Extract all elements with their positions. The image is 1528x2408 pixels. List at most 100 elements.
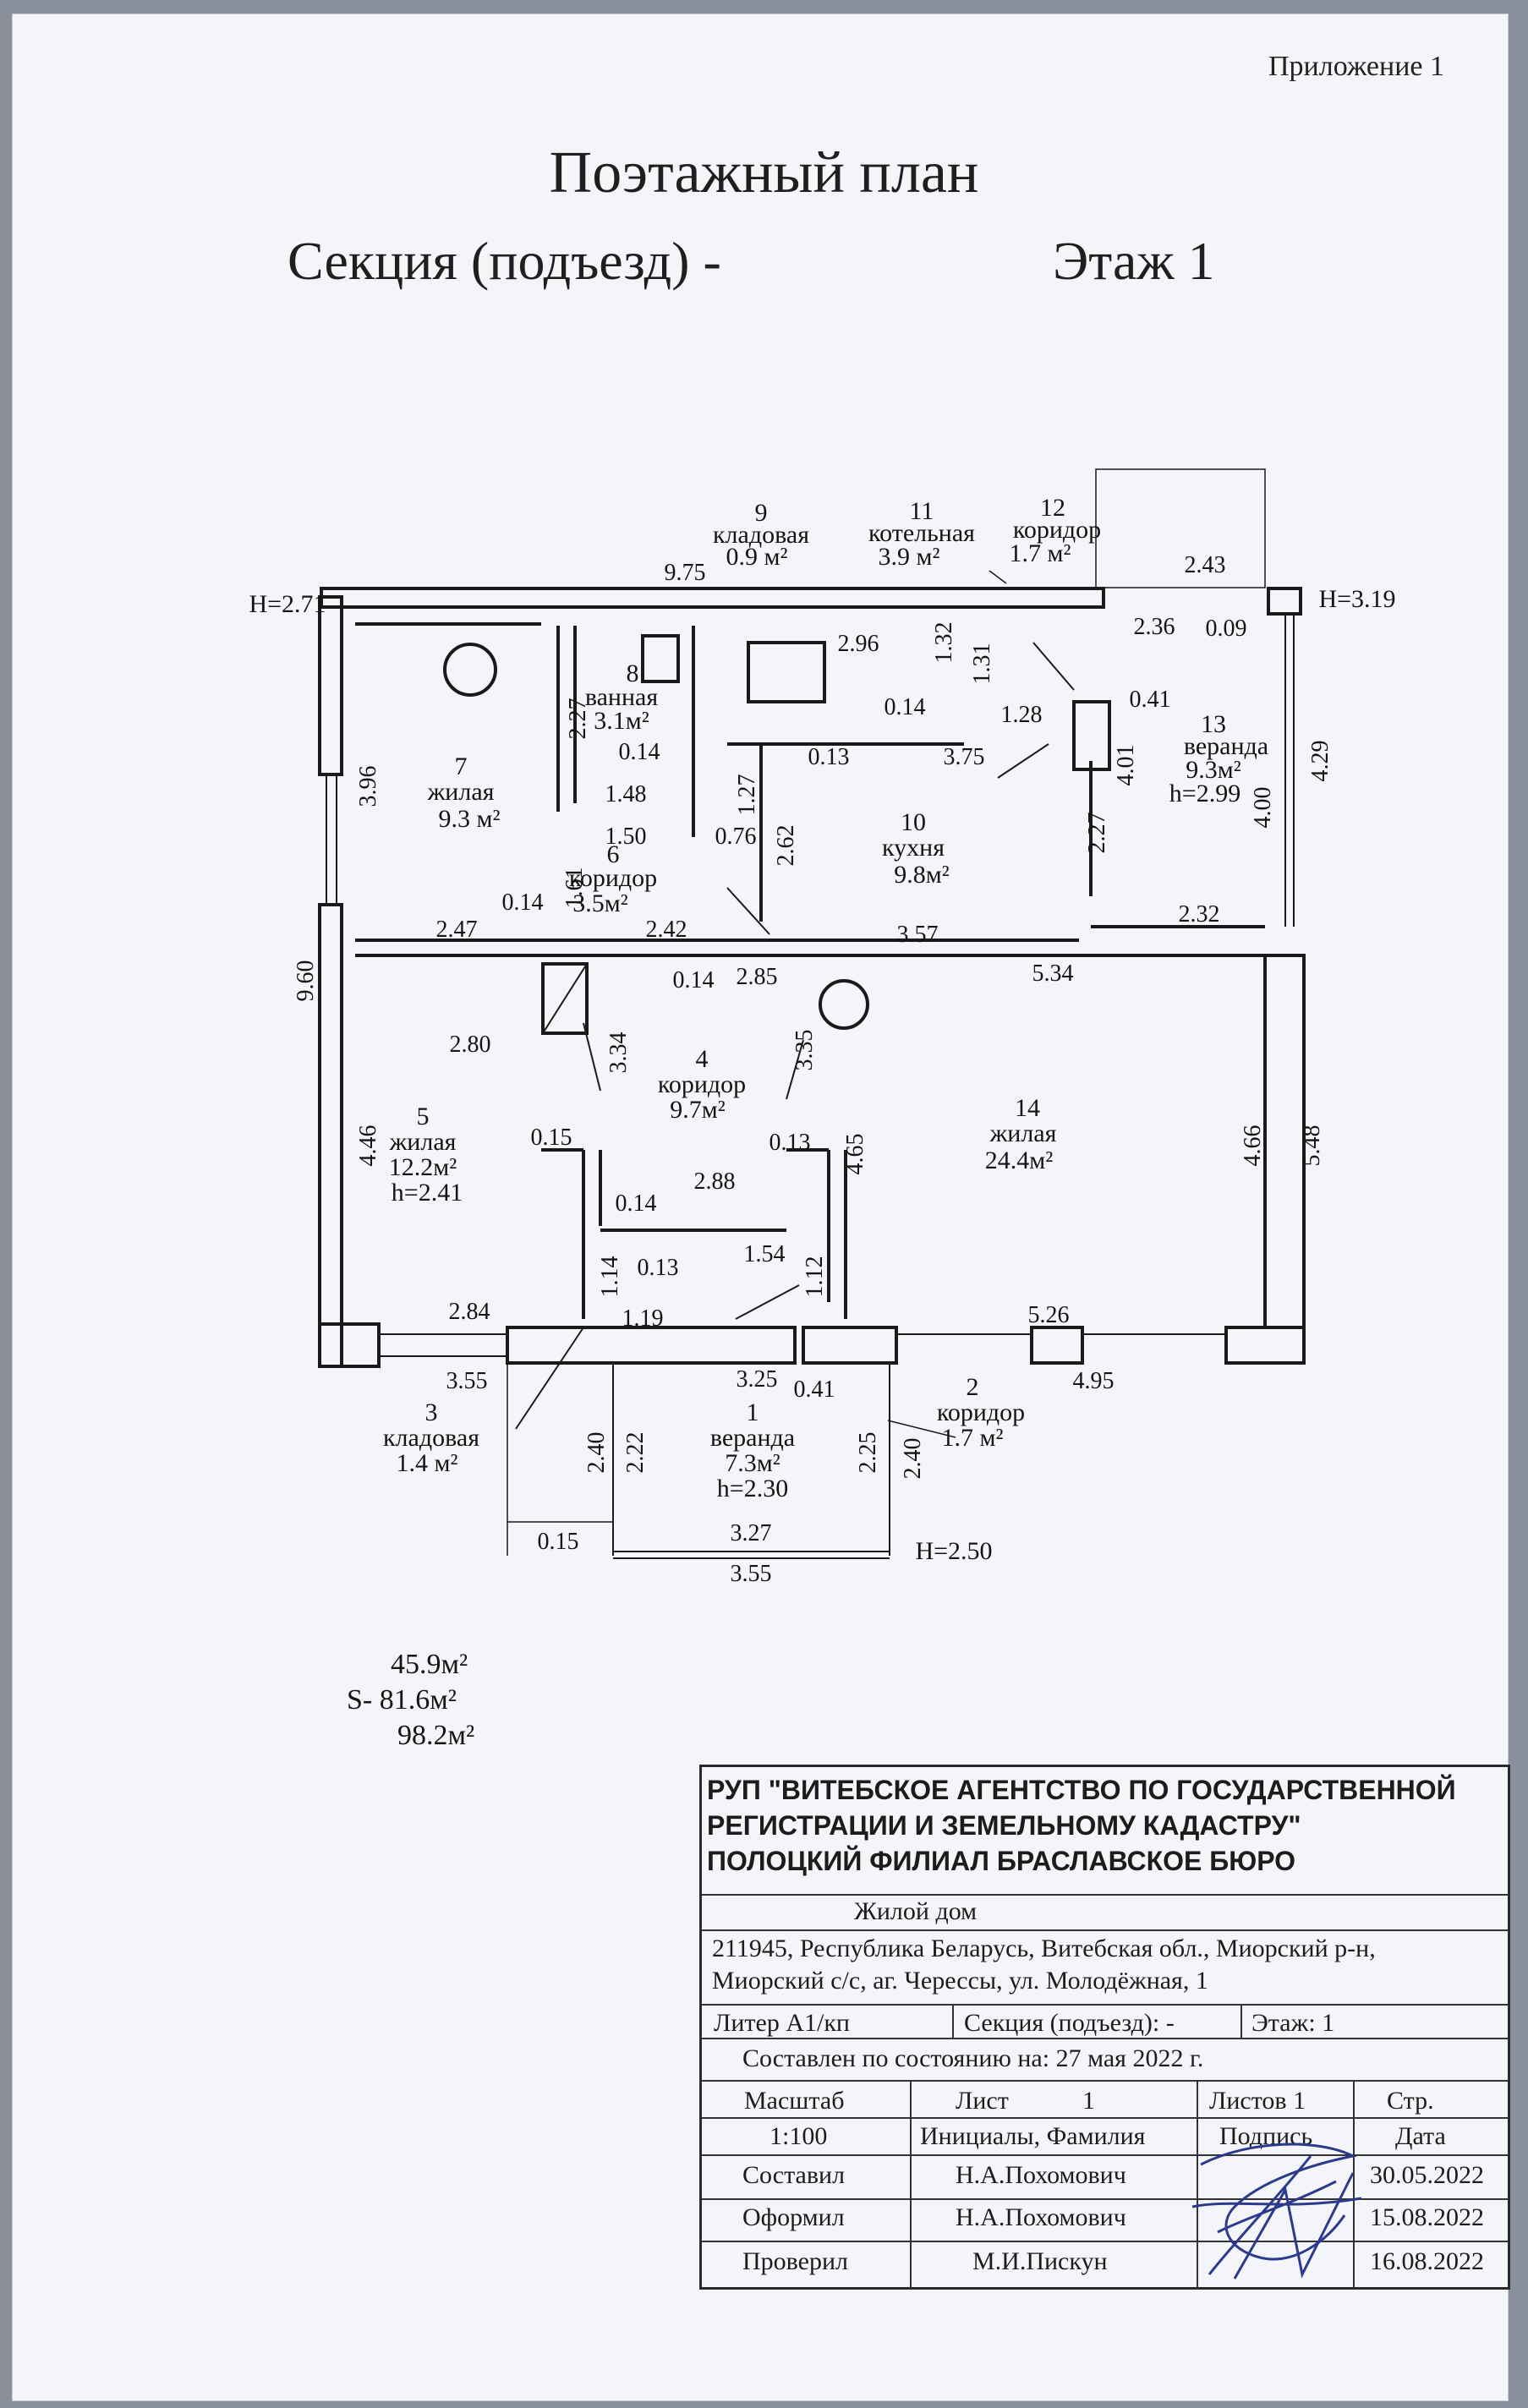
dim: 5.26	[1028, 1302, 1070, 1328]
dim: 2.85	[737, 964, 778, 990]
stove-box	[541, 962, 589, 1035]
dim: 3.35	[791, 1030, 818, 1071]
dim: 3.25	[737, 1366, 778, 1393]
section-label: Секция (подъезд) -	[288, 231, 721, 291]
dim: 2.36	[1134, 614, 1175, 640]
room-5-num: 5	[417, 1103, 430, 1130]
date-checked: 16.08.2022	[1370, 2247, 1484, 2275]
room-1-area: 7.3м²	[725, 1449, 780, 1477]
dim: 2.25	[855, 1432, 881, 1474]
dim: 9.75	[665, 560, 706, 586]
initials-header: Инициалы, Фамилия	[920, 2122, 1146, 2150]
room-14-num: 14	[1015, 1094, 1040, 1122]
dim: 2.40	[900, 1438, 926, 1480]
room-5-area: 12.2м²	[389, 1153, 457, 1181]
dim: 0.76	[715, 824, 757, 850]
dim: 2.43	[1185, 552, 1226, 578]
room-13-num: 13	[1201, 710, 1226, 738]
room-9-name: кладовая	[713, 521, 809, 549]
boiler-fixture	[747, 641, 826, 703]
date-header: Дата	[1395, 2122, 1446, 2150]
room-1-name: веранда	[710, 1424, 795, 1452]
room-12-num: 12	[1040, 494, 1065, 522]
stove-left	[443, 643, 497, 697]
dim: 4.95	[1073, 1368, 1115, 1394]
door-room14	[786, 1039, 804, 1100]
wall-right	[1263, 954, 1306, 1329]
name-checked: М.И.Пискун	[972, 2247, 1108, 2275]
org-line-2: РЕГИСТРАЦИИ И ЗЕМЕЛЬНОМУ КАДАСТРУ"	[707, 1810, 1301, 1841]
room-2-num: 2	[967, 1373, 979, 1401]
room-8-area: 3.1м²	[594, 707, 649, 735]
room-4-num: 4	[696, 1045, 709, 1073]
room-12-area: 1.7 м²	[1010, 539, 1071, 567]
area-summary: 45.9м² S- 81.6м² 98.2м²	[347, 1647, 474, 1754]
dim: 0.13	[769, 1130, 811, 1156]
dim: 1.12	[802, 1256, 828, 1298]
address-line-2: Миорский с/с, аг. Черессы, ул. Молодёжна…	[712, 1967, 1208, 1995]
room-4-name: коридор	[658, 1070, 746, 1098]
liter: Литер А1/кп	[714, 2009, 850, 2037]
wall-corner-br	[1224, 1326, 1306, 1365]
dim: 0.41	[794, 1376, 835, 1403]
dim: 2.22	[622, 1432, 649, 1474]
dim: 0.14	[502, 889, 544, 916]
room-11-num: 11	[910, 497, 934, 525]
wall-left-lower	[318, 903, 343, 1368]
dim: 1.14	[597, 1256, 623, 1298]
stamp-floor: Этаж: 1	[1251, 2009, 1335, 2037]
dim: 1.27	[734, 774, 760, 816]
dim: 0.15	[538, 1529, 579, 1555]
organization-name: РУП "ВИТЕБСКОЕ АГЕНТСТВО ПО ГОСУДАРСТВЕН…	[707, 1772, 1456, 1879]
dim: 0.13	[638, 1255, 679, 1281]
dim: 0.14	[616, 1190, 657, 1217]
door-veranda	[997, 743, 1049, 779]
dim: 4.66	[1240, 1125, 1266, 1167]
room-7-area: 9.3 м²	[439, 805, 501, 833]
dim: 0.14	[619, 739, 660, 765]
dim: 2.27	[1084, 813, 1110, 854]
room-6-num: 6	[607, 840, 620, 868]
room-labels: 1 веранда 7.3м² h=2.30 2 коридор 1.7 м² …	[383, 494, 1268, 1502]
scale-label: Масштаб	[744, 2087, 845, 2115]
room-10-num: 10	[901, 808, 926, 836]
dim: 3.57	[897, 922, 939, 948]
wall-corner-bl	[318, 1322, 381, 1368]
dim: 1.31	[969, 643, 995, 685]
room-4-area: 9.7м²	[670, 1096, 725, 1124]
room-9-area: 0.9 м²	[726, 543, 788, 571]
dim: 1.50	[605, 824, 647, 850]
wall-pier-right	[1267, 587, 1302, 616]
role-checked: Проверил	[742, 2247, 848, 2275]
dim: 2.80	[450, 1032, 491, 1058]
room-12-name: коридор	[1013, 516, 1101, 544]
dim: 2.42	[646, 917, 687, 943]
handwritten-signature	[1191, 2143, 1362, 2279]
title-block: РУП "ВИТЕБСКОЕ АГЕНТСТВО ПО ГОСУДАРСТВЕН…	[699, 1765, 1510, 2290]
room-11-area: 3.9 м²	[879, 543, 940, 571]
room-6-area: 3.5м²	[572, 889, 627, 917]
wall-bottom-entry	[802, 1326, 898, 1365]
room-9-num: 9	[755, 499, 768, 527]
page-title: Поэтажный план	[549, 140, 979, 205]
door-kitchen	[726, 887, 770, 935]
dim: 4.01	[1113, 745, 1139, 786]
dim: 2.27	[565, 698, 591, 740]
org-line-1: РУП "ВИТЕБСКОЕ АГЕНТСТВО ПО ГОСУДАРСТВЕН…	[707, 1775, 1456, 1805]
dim: 3.75	[944, 744, 985, 770]
page-label: Стр.	[1387, 2087, 1434, 2115]
room-5-height: h=2.41	[392, 1179, 463, 1207]
scale-value: 1:100	[769, 2122, 828, 2150]
dim: 3.55	[446, 1368, 488, 1394]
area-full: 98.2м²	[397, 1720, 475, 1751]
room-10-area: 9.8м²	[894, 861, 949, 889]
org-line-3: ПОЛОЦКИЙ ФИЛИАЛ БРАСЛАВСКОЕ БЮРО	[707, 1846, 1296, 1876]
dim: 0.13	[808, 744, 850, 770]
dim: 1.61	[561, 867, 588, 909]
dim: 0.09	[1206, 616, 1247, 642]
floor-label: Этаж 1	[1053, 231, 1215, 291]
room-14-area: 24.4м²	[985, 1147, 1053, 1174]
dim: 9.60	[293, 960, 319, 1002]
dim: 1.19	[622, 1305, 664, 1332]
room-7-num: 7	[455, 752, 468, 780]
